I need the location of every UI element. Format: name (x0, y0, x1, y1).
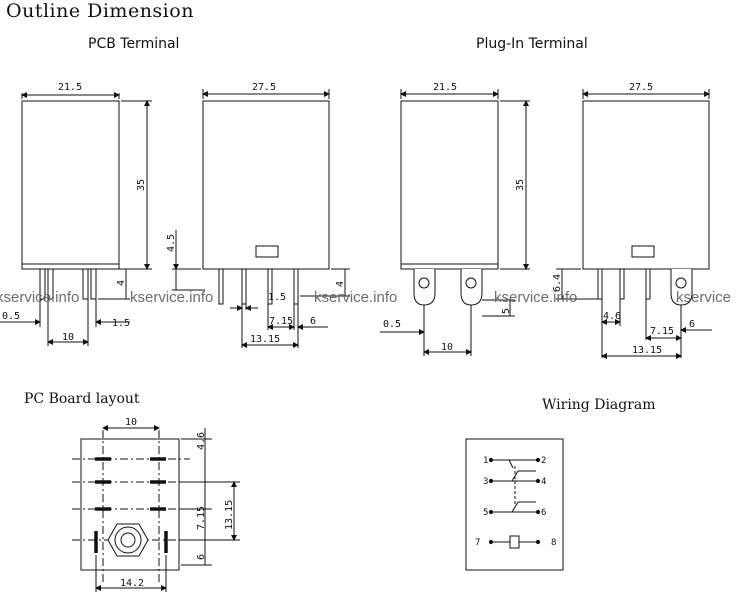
pin-2-label: 2 (541, 456, 546, 466)
pcb-front-pitch-a-label: 7.15 (269, 316, 293, 327)
pc-board-layout (72, 425, 240, 592)
layout-width-label: 14.2 (120, 578, 144, 589)
layout-span-label: 13.15 (224, 500, 235, 530)
page-title: Outline Dimension (6, 0, 194, 22)
pcb-front-width-label: 27.5 (252, 82, 276, 93)
pcb-side-view (0, 92, 152, 346)
plugin-side-pitch-label: 10 (441, 342, 453, 353)
pcb-side-height-label: 35 (136, 179, 147, 191)
pcb-front-pitch-b-label: 6 (310, 316, 316, 327)
pcb-side-offset-label: 0.5 (2, 311, 20, 322)
pcb-side-width-label: 21.5 (58, 82, 82, 93)
layout-pitch-label: 10 (125, 417, 137, 428)
wiring-diagram (465, 438, 564, 571)
pin-1-label: 1 (483, 456, 488, 466)
plugin-front-pitch-b-label: 6 (689, 319, 695, 330)
wiring-diagram-heading: Wiring Diagram (542, 397, 656, 413)
watermark: kservice.info (130, 289, 214, 306)
pcb-side-pitch-label: 10 (62, 332, 74, 343)
pin-4-label: 4 (541, 477, 546, 487)
plugin-front-width-label: 27.5 (629, 82, 653, 93)
watermark: kservice.info (0, 289, 80, 306)
plugin-side-view (380, 89, 530, 356)
pin-3-label: 3 (483, 477, 488, 487)
pcb-front-offset-label: 4.5 (166, 234, 177, 252)
pcb-front-pin-length-label: 4 (335, 281, 346, 287)
watermark: kservice (676, 289, 732, 306)
pin-6-label: 6 (541, 508, 546, 518)
pc-board-layout-heading: PC Board layout (24, 391, 140, 407)
watermark: kservice.info (494, 289, 578, 306)
pcb-side-gap-label: 1.5 (112, 318, 130, 329)
plugin-front-pin-length-label: 6.4 (552, 274, 563, 292)
pcb-front-view (172, 89, 350, 348)
pcb-side-pin-length-label: 4 (116, 280, 127, 286)
plugin-side-tab-label: 5 (501, 308, 512, 314)
plugin-side-offset-label: 0.5 (383, 319, 401, 330)
plugin-front-pitch-label: 4.6 (603, 311, 621, 322)
pin-8-label: 8 (551, 538, 556, 548)
watermark: kservice.info (314, 289, 398, 306)
layout-pitch-b-label: 6 (196, 554, 207, 560)
plugin-terminal-heading: Plug-In Terminal (476, 36, 588, 52)
plugin-front-view (556, 89, 712, 359)
pcb-terminal-heading: PCB Terminal (88, 36, 180, 52)
layout-top-offset-label: 4.6 (196, 432, 207, 450)
pcb-front-gap-label: 1.5 (268, 292, 286, 303)
plugin-side-height-label: 35 (515, 179, 526, 191)
plugin-front-pitch-a-label: 7.15 (650, 326, 674, 337)
pin-5-label: 5 (483, 508, 488, 518)
plugin-front-span-label: 13.15 (632, 345, 662, 356)
layout-pitch-a-label: 7.15 (196, 506, 207, 530)
pin-7-label: 7 (475, 538, 480, 548)
plugin-side-width-label: 21.5 (433, 82, 457, 93)
pcb-front-span-label: 13.15 (250, 334, 280, 345)
